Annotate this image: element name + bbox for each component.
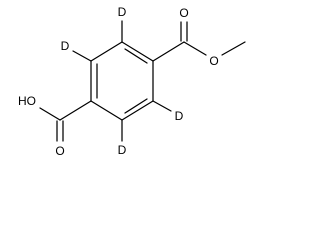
atom-label-o: O xyxy=(179,6,188,20)
atom-label-d: D xyxy=(118,143,127,157)
cd-bond-right xyxy=(152,100,172,112)
benzene-ring xyxy=(90,41,154,121)
atom-label-o: O xyxy=(55,144,64,158)
ring-bond xyxy=(90,41,123,62)
atom-label-ho: HO xyxy=(18,94,36,108)
atom-label-d: D xyxy=(175,109,184,123)
ring-bond xyxy=(121,41,154,62)
atom-label-d: D xyxy=(61,39,70,53)
methyl-bond xyxy=(221,41,246,56)
acid-oh-bond xyxy=(39,107,61,121)
cd-bond-left xyxy=(72,50,92,62)
structure-diagram: D D D D O O O HO xyxy=(18,5,246,158)
ring-bond xyxy=(90,100,123,121)
ring-double-bond xyxy=(124,98,148,114)
acid-c-bond xyxy=(59,100,92,121)
atom-label-d: D xyxy=(118,5,127,19)
ester-c-bond xyxy=(152,41,185,62)
ring-bond xyxy=(121,100,154,121)
ring-double-bond xyxy=(124,48,148,64)
ester-o-bond xyxy=(183,41,207,56)
atom-label-o: O xyxy=(209,54,218,68)
